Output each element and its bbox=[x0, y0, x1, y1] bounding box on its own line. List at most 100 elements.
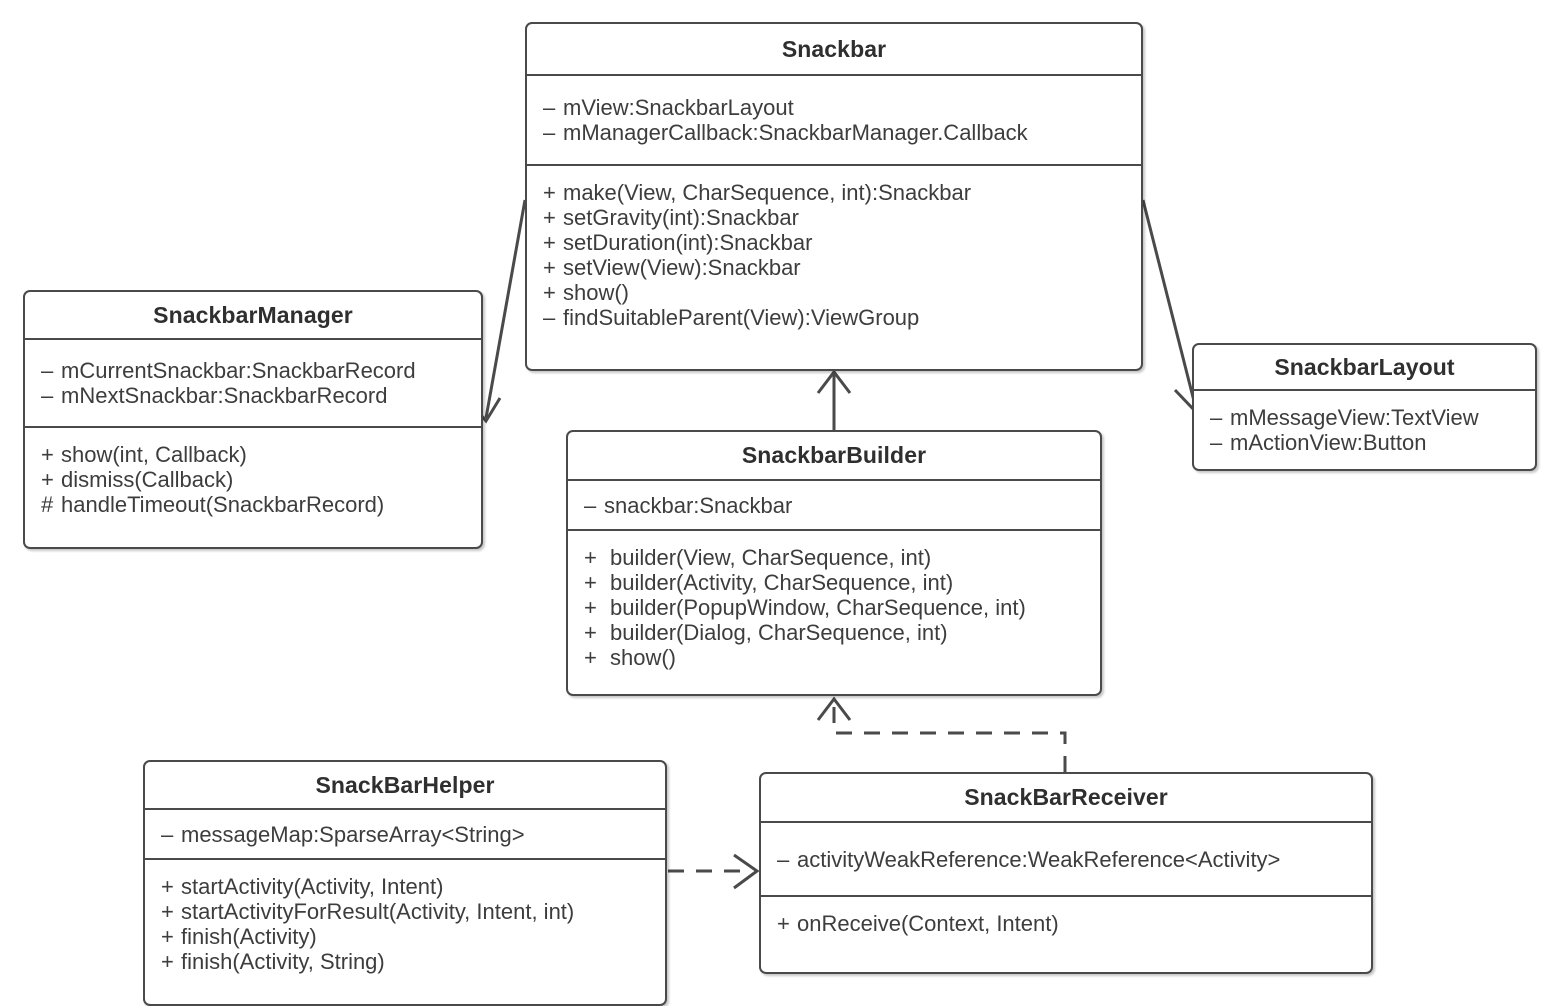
compartment-divider bbox=[568, 529, 1100, 531]
class-title-snackbarbuilder: SnackbarBuilder bbox=[741, 442, 927, 468]
attribute-row: – mCurrentSnackbar:SnackbarRecord bbox=[41, 358, 467, 383]
visibility-marker: – bbox=[41, 383, 54, 408]
member-signature: show() bbox=[563, 280, 630, 305]
method-row: + builder(View, CharSequence, int) bbox=[584, 545, 1086, 570]
class-box-snackbarlayout[interactable]: SnackbarLayout – mMessageView:TextView –… bbox=[1192, 343, 1537, 471]
member-signature: mCurrentSnackbar:SnackbarRecord bbox=[61, 358, 416, 383]
method-row: + show() bbox=[584, 645, 1086, 670]
member-signature: make(View, CharSequence, int):Snackbar bbox=[563, 180, 972, 205]
method-row: + dismiss(Callback) bbox=[41, 467, 467, 492]
visibility-marker: + bbox=[543, 205, 556, 230]
visibility-marker: + bbox=[584, 545, 597, 570]
member-signature: setView(View):Snackbar bbox=[563, 255, 801, 280]
member-signature: builder(View, CharSequence, int) bbox=[610, 545, 932, 570]
attributes-compartment-snackbarlayout: – mMessageView:TextView – mActionView:Bu… bbox=[1194, 391, 1535, 469]
method-row: + builder(Activity, CharSequence, int) bbox=[584, 570, 1086, 595]
visibility-marker: + bbox=[584, 620, 597, 645]
class-box-snackbar[interactable]: Snackbar – mView:SnackbarLayout – mManag… bbox=[525, 22, 1143, 371]
compartment-divider bbox=[25, 426, 481, 428]
method-row: + finish(Activity, String) bbox=[161, 949, 651, 974]
member-signature: setDuration(int):Snackbar bbox=[563, 230, 813, 255]
attributes-compartment-snackbarhelper: – messageMap:SparseArray<String> bbox=[145, 810, 665, 858]
visibility-marker: + bbox=[41, 467, 54, 492]
attribute-row: – mMessageView:TextView bbox=[1210, 405, 1521, 430]
attribute-row: – snackbar:Snackbar bbox=[584, 493, 1086, 518]
member-signature: builder(Activity, CharSequence, int) bbox=[610, 570, 954, 595]
compartment-divider bbox=[25, 338, 481, 340]
visibility-marker: + bbox=[584, 570, 597, 595]
method-row: + setGravity(int):Snackbar bbox=[543, 205, 1127, 230]
class-box-snackbarreceiver[interactable]: SnackBarReceiver – activityWeakReference… bbox=[759, 772, 1373, 974]
class-title-snackbarlayout: SnackbarLayout bbox=[1274, 353, 1455, 380]
attribute-row: – mView:SnackbarLayout bbox=[543, 95, 1127, 120]
method-row: + startActivity(Activity, Intent) bbox=[161, 874, 651, 899]
class-title-snackbarhelper: SnackBarHelper bbox=[315, 771, 495, 798]
class-box-snackbarmanager[interactable]: SnackbarManager – mCurrentSnackbar:Snack… bbox=[23, 290, 483, 549]
visibility-marker: – bbox=[543, 120, 556, 145]
member-signature: finish(Activity, String) bbox=[181, 949, 385, 974]
visibility-marker: – bbox=[543, 95, 556, 120]
member-signature: finish(Activity) bbox=[181, 924, 317, 949]
attributes-compartment-snackbarmanager: – mCurrentSnackbar:SnackbarRecord – mNex… bbox=[25, 340, 481, 426]
method-row: + startActivityForResult(Activity, Inten… bbox=[161, 899, 651, 924]
member-signature: show(int, Callback) bbox=[61, 442, 247, 467]
visibility-marker: + bbox=[543, 255, 556, 280]
compartment-divider bbox=[568, 479, 1100, 481]
visibility-marker: + bbox=[161, 899, 174, 924]
class-box-snackbarbuilder[interactable]: SnackbarBuilder – snackbar:Snackbar + bu… bbox=[566, 430, 1102, 696]
member-signature: startActivity(Activity, Intent) bbox=[181, 874, 444, 899]
member-signature: mActionView:Button bbox=[1230, 430, 1427, 455]
visibility-marker: + bbox=[543, 280, 556, 305]
class-title-snackbarmanager: SnackbarManager bbox=[153, 301, 353, 328]
visibility-marker: + bbox=[161, 874, 174, 899]
class-box-snackbarhelper[interactable]: SnackBarHelper – messageMap:SparseArray<… bbox=[143, 760, 667, 1006]
edge-snackbarhelper-to-snackbarreceiver bbox=[668, 853, 760, 890]
visibility-marker: + bbox=[543, 230, 556, 255]
visibility-marker: – bbox=[777, 846, 790, 872]
method-row: + setDuration(int):Snackbar bbox=[543, 230, 1127, 255]
edge-snackbarreceiver-to-snackbarbuilder bbox=[816, 696, 1067, 772]
method-row: # handleTimeout(SnackbarRecord) bbox=[41, 492, 467, 517]
visibility-marker: – bbox=[161, 821, 174, 847]
methods-compartment-snackbarhelper: + startActivity(Activity, Intent) + star… bbox=[145, 860, 665, 988]
methods-compartment-snackbarbuilder: + builder(View, CharSequence, int) + bui… bbox=[568, 531, 1100, 684]
member-signature: mManagerCallback:SnackbarManager.Callbac… bbox=[563, 120, 1028, 145]
attributes-compartment-snackbarbuilder: – snackbar:Snackbar bbox=[568, 481, 1100, 529]
compartment-divider bbox=[527, 74, 1141, 76]
member-signature: builder(PopupWindow, CharSequence, int) bbox=[610, 595, 1026, 620]
visibility-marker: + bbox=[584, 645, 597, 670]
method-row: + make(View, CharSequence, int):Snackbar bbox=[543, 180, 1127, 205]
member-signature: show() bbox=[610, 645, 677, 670]
compartment-divider bbox=[145, 808, 665, 810]
visibility-marker: + bbox=[41, 442, 54, 467]
member-signature: mView:SnackbarLayout bbox=[563, 95, 794, 120]
method-row: + setView(View):Snackbar bbox=[543, 255, 1127, 280]
methods-compartment-snackbar: + make(View, CharSequence, int):Snackbar… bbox=[527, 166, 1141, 344]
compartment-divider bbox=[527, 164, 1141, 166]
visibility-marker: + bbox=[543, 180, 556, 205]
compartment-divider bbox=[761, 821, 1371, 823]
member-signature: activityWeakReference:WeakReference<Acti… bbox=[797, 846, 1281, 872]
attribute-row: – mNextSnackbar:SnackbarRecord bbox=[41, 383, 467, 408]
member-signature: findSuitableParent(View):ViewGroup bbox=[563, 305, 920, 330]
methods-compartment-snackbarmanager: + show(int, Callback) + dismiss(Callback… bbox=[25, 428, 481, 531]
method-row: + builder(Dialog, CharSequence, int) bbox=[584, 620, 1086, 645]
visibility-marker: – bbox=[1210, 430, 1223, 455]
edge-snackbarbuilder-to-snackbar bbox=[816, 369, 852, 430]
method-row: + builder(PopupWindow, CharSequence, int… bbox=[584, 595, 1086, 620]
attribute-row: – messageMap:SparseArray<String> bbox=[161, 822, 651, 847]
compartment-divider bbox=[761, 895, 1371, 897]
method-row: + show() bbox=[543, 280, 1127, 305]
member-signature: setGravity(int):Snackbar bbox=[563, 205, 799, 230]
attribute-row: – mManagerCallback:SnackbarManager.Callb… bbox=[543, 120, 1127, 145]
visibility-marker: – bbox=[41, 358, 54, 383]
visibility-marker: – bbox=[1210, 405, 1223, 430]
visibility-marker: + bbox=[161, 924, 174, 949]
member-signature: snackbar:Snackbar bbox=[604, 492, 793, 518]
member-signature: handleTimeout(SnackbarRecord) bbox=[61, 492, 385, 517]
compartment-divider bbox=[145, 858, 665, 860]
visibility-marker: – bbox=[584, 492, 597, 518]
member-signature: mMessageView:TextView bbox=[1230, 405, 1479, 430]
member-signature: mNextSnackbar:SnackbarRecord bbox=[61, 383, 388, 408]
